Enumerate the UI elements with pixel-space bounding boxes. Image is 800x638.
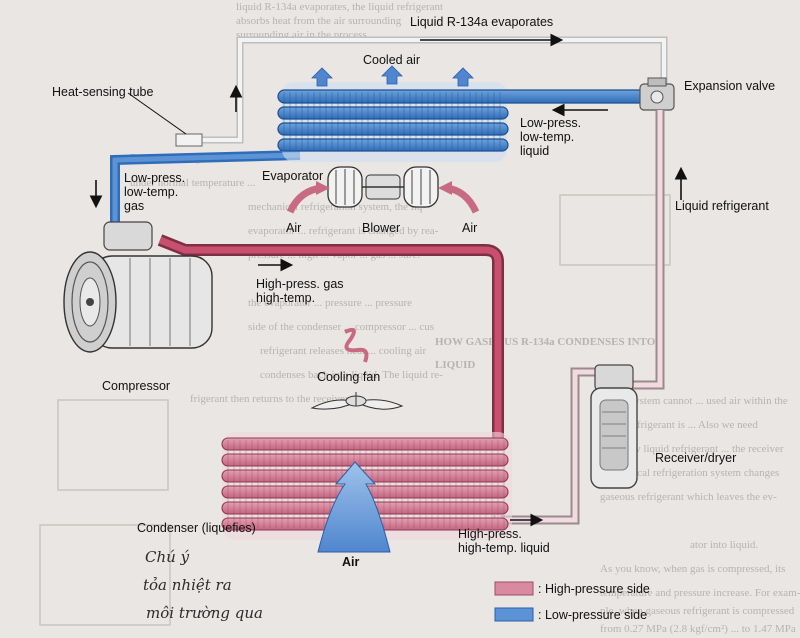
bg-line: condenses back into liquid. The liquid r… — [260, 369, 443, 381]
blower — [327, 166, 439, 208]
label-cooled-air: Cooled air — [363, 53, 420, 67]
bg-line: The system cannot ... used air within th… — [610, 395, 788, 407]
label-air-bottom: Air — [342, 555, 360, 569]
label-high-press-gas: high-temp. — [256, 291, 315, 305]
label-receiver-dryer: Receiver/dryer — [655, 451, 736, 465]
bg-line: from 0.27 MPa (2.8 kgf/cm²) ... to 1.47 … — [600, 623, 796, 635]
legend-swatch-high — [494, 581, 534, 596]
bg-line: evaporator ... refrigerant is changed by… — [248, 225, 439, 237]
label-low-press-liquid: low-temp. — [520, 130, 574, 144]
bg-line: side of the condenser ... compressor ...… — [248, 321, 434, 333]
bg-line: only new liquid refrigerant ... the rece… — [600, 443, 784, 455]
bg-line: the evaporator ... pressure ... pressure — [248, 297, 412, 309]
handwriting-line: Chú ý — [145, 548, 190, 566]
bg-line: absorbs heat from the air surrounding — [236, 15, 402, 27]
label-expansion-valve: Expansion valve — [684, 79, 775, 93]
bg-line: mechanical refrigeration system changes — [600, 467, 779, 479]
bg-line: HOW GASEOUS R-134a CONDENSES INTO — [435, 336, 656, 348]
label-low-press-gas: low-temp. — [124, 185, 178, 199]
legend-high-label: : High-pressure side — [538, 582, 650, 596]
handwriting-line: môi trường qua — [146, 604, 263, 622]
bg-line: liquid refrigerant is ... Also we need — [600, 419, 758, 431]
evaporator-coil — [277, 82, 664, 162]
label-liquid-evaporates: Liquid R-134a evaporates — [410, 15, 553, 29]
label-low-press-gas: gas — [124, 199, 144, 213]
bg-line: As you know, when gas is compressed, its — [600, 563, 785, 575]
bg-line: ator into liquid. — [690, 539, 758, 551]
bg-line: LIQUID — [435, 359, 475, 371]
label-high-press-liquid: high-temp. liquid — [458, 541, 550, 555]
receiver-dryer — [590, 364, 638, 489]
bg-line: frigerant then returns to the receiver. — [190, 393, 351, 405]
label-high-press-liquid: High-press. — [458, 527, 522, 541]
label-air-right: Air — [462, 221, 477, 235]
bg-line: under normal temperature ... — [130, 177, 255, 189]
label-high-press-gas: High-press. gas — [256, 277, 344, 291]
label-low-press-liquid: liquid — [520, 144, 549, 158]
label-condenser: Condenser (liquefies) — [137, 521, 256, 535]
legend-swatch-low — [494, 607, 534, 622]
label-heat-sensing-tube: Heat-sensing tube — [52, 85, 154, 99]
label-air-left: Air — [286, 221, 301, 235]
expansion-valve — [639, 77, 675, 111]
bg-line: refrigerant releases heat ... cooling ai… — [260, 345, 426, 357]
bg-line: gaseous refrigerant which leaves the ev- — [600, 491, 777, 503]
label-cooling-fan: Cooling fan — [317, 370, 380, 384]
legend-low-label: : Low-pressure side — [538, 608, 647, 622]
label-liquid-refrigerant: Liquid refrigerant — [675, 199, 769, 213]
diagram-labels: Liquid R-134a evaporates Cooled air Heat… — [52, 15, 775, 569]
bg-line: temperature and pressure increase. For e… — [600, 587, 800, 599]
legend: : High-pressure side : Low-pressure side — [494, 581, 650, 622]
cooled-air-arrows — [311, 65, 474, 87]
label-evaporator: Evaporator — [262, 169, 323, 183]
label-low-press-gas: Low-press. — [124, 171, 185, 185]
label-low-press-liquid: Low-press. — [520, 116, 581, 130]
liquid-line — [628, 110, 665, 390]
label-blower: Blower — [362, 221, 400, 235]
condenser-air-arrow — [317, 461, 391, 553]
compressor — [63, 221, 213, 353]
low-pressure-lines — [110, 36, 668, 225]
blower-air-arrows — [286, 181, 480, 214]
handwriting-line: tỏa nhiệt ra — [143, 576, 232, 594]
label-compressor: Compressor — [102, 379, 170, 393]
cooling-fan — [310, 327, 404, 410]
flow-arrows — [89, 33, 688, 527]
handwritten-notes: Chú ý tỏa nhiệt ra môi trường qua — [143, 548, 263, 622]
heat-sensing-tube — [127, 92, 203, 147]
bg-line: liquid R-134a evaporates, the liquid ref… — [236, 1, 443, 13]
bg-line: ple, when gaseous refrigerant is compres… — [600, 605, 795, 617]
